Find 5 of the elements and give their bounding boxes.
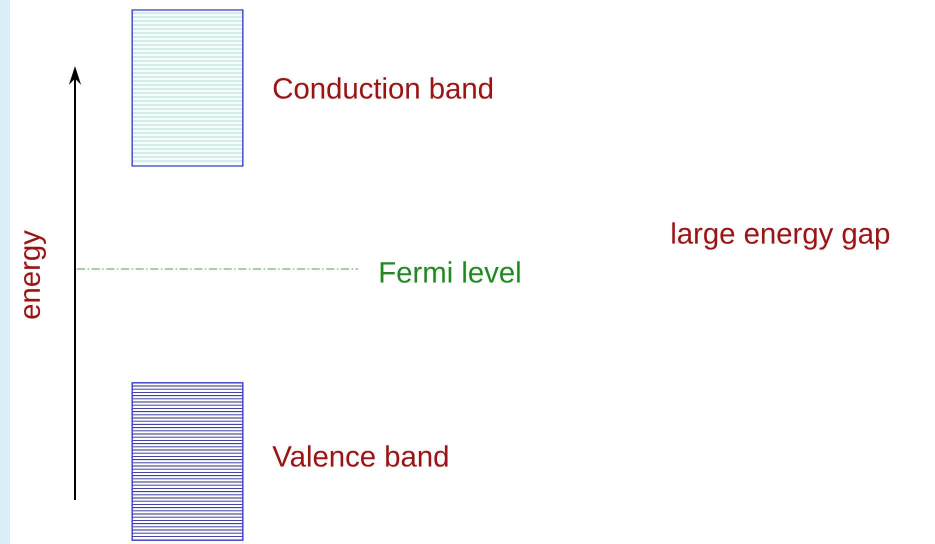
axis-label: energy [24,230,46,319]
band-label: Conduction band [274,77,492,99]
gap-label: large energy gap [672,222,890,250]
band-label: Valence band [272,445,448,467]
fermi-level-label: Fermi level [380,261,520,283]
